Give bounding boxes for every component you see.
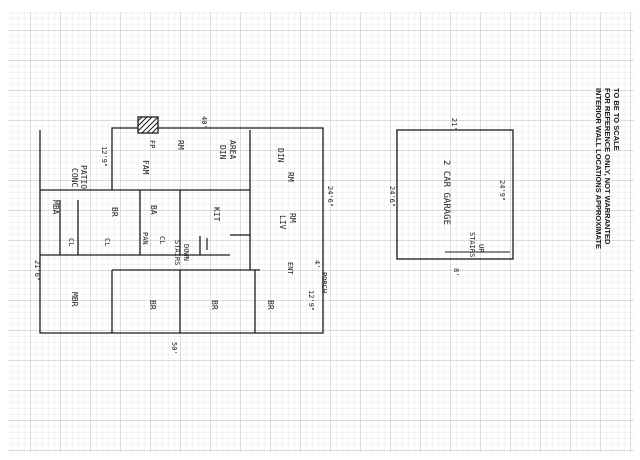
label-fam-rm: RM: [176, 140, 185, 150]
dim-4: 4': [313, 260, 321, 268]
note-line-1: INTERIOR WALL LOCATIONS APPROXIMATE: [594, 88, 603, 249]
dim-21-garage: 21': [450, 118, 458, 131]
label-br-upper: BR: [110, 207, 119, 217]
label-din-rm-2: RM: [286, 172, 295, 182]
label-din-area-2: AREA: [228, 140, 237, 159]
label-liv: LIV: [278, 215, 287, 230]
label-garage-stairs-up: UP: [477, 244, 485, 252]
label-din-rm-1: DIN: [276, 148, 285, 163]
label-cl-2: CL: [103, 238, 111, 246]
note-line-2: FOR REFERENCE ONLY, NOT WARRANTED: [603, 88, 612, 245]
label-br-lower-3: BR: [266, 300, 275, 310]
dim-24-6-house: 24'6": [326, 186, 334, 207]
label-cl-3: CL: [158, 236, 166, 244]
label-patio: PATIO: [79, 165, 88, 189]
dim-24-6-garage: 24'6": [388, 186, 396, 207]
label-mba: MBA: [51, 200, 60, 215]
label-kit: KIT: [212, 207, 221, 222]
label-stairs-down: DOWN: [182, 244, 190, 261]
dim-8: 8': [452, 268, 460, 276]
disclaimer-note: INTERIOR WALL LOCATIONS APPROXIMATE FOR …: [594, 88, 621, 249]
note-line-3: TO BE TO SCALE: [612, 88, 621, 151]
label-garage-stairs: STAIRS: [468, 232, 476, 257]
label-br-lower-2: BR: [210, 300, 219, 310]
fireplace: [137, 116, 159, 134]
dim-24-9-garage: 24'9": [498, 180, 506, 201]
label-porch: PORCH: [320, 272, 328, 293]
dim-50: 50': [170, 342, 178, 355]
label-din-area-1: DIN: [218, 145, 227, 160]
label-ba: BA: [149, 205, 158, 215]
label-fp: FP: [148, 140, 156, 148]
label-liv-rm: RM: [288, 213, 297, 223]
dim-40: 40': [200, 116, 208, 129]
dim-21-6: 21'6": [33, 260, 41, 281]
label-stairs: STAIRS: [173, 240, 181, 265]
label-mbr: MBR: [70, 292, 79, 307]
label-br-lower-1: BR: [148, 300, 157, 310]
label-pan: PAN: [141, 232, 149, 245]
room-labels: CONC PATIO FAM RM DIN AREA DIN RM MBA BR…: [51, 140, 485, 310]
label-fam: FAM: [141, 160, 150, 175]
dimension-labels: 12'9" 40' 24'6" 21'6" 50' 12'9" 4' 21' 2…: [33, 116, 506, 355]
label-garage: 2 CAR GARAGE: [441, 160, 451, 225]
dim-12-9-top: 12'9": [100, 146, 108, 167]
graph-paper-grid: [8, 12, 634, 452]
label-cl-1: CL: [67, 238, 75, 246]
garage-walls: [396, 129, 514, 260]
dim-12-9-lower: 12'9": [307, 290, 315, 311]
house-walls: [39, 127, 324, 334]
label-conc: CONC: [70, 168, 79, 187]
label-ent: ENT: [286, 262, 294, 275]
